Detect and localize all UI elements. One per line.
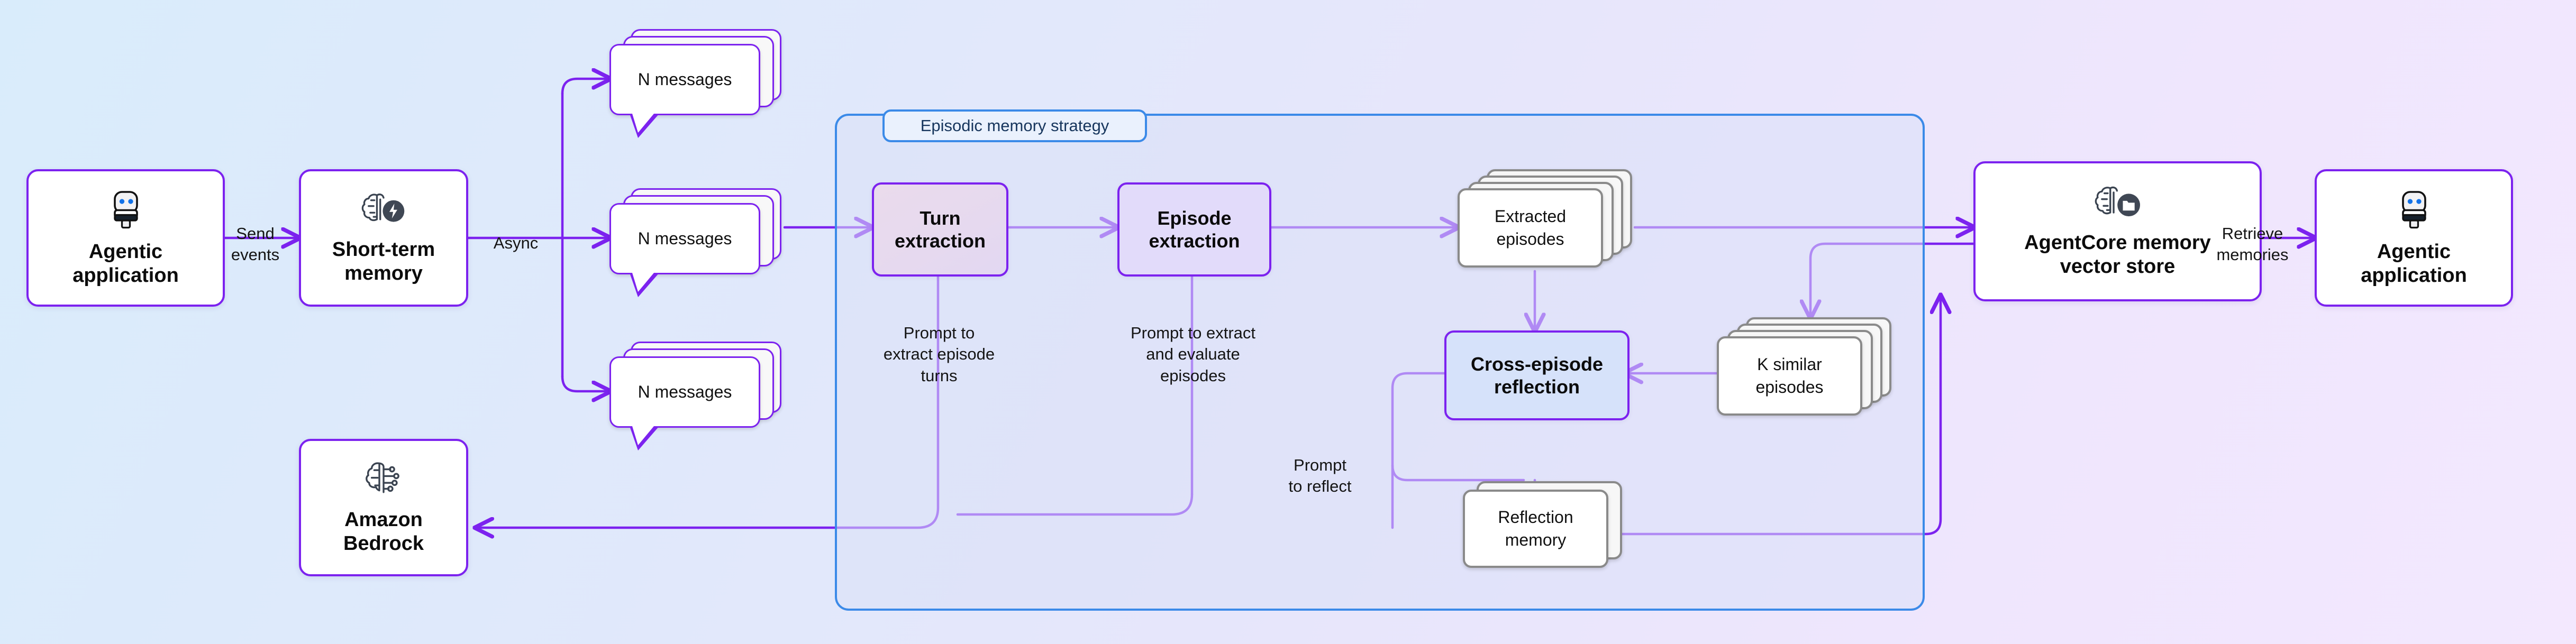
stack-label: Reflection memory — [1463, 490, 1608, 568]
edge-label-send-events: Send events — [231, 224, 280, 264]
artifact-k-similar-episodes[interactable]: K similar episodes — [1717, 317, 1907, 423]
brain-circuit-icon — [362, 460, 405, 501]
edge-label-prompt-to-reflect: Prompt to reflect — [1288, 456, 1352, 496]
robot-icon — [2397, 189, 2432, 233]
wire-bus-to-bubble-1 — [561, 79, 609, 95]
node-label: Agentic application — [72, 240, 179, 287]
node-label: Agentic application — [2361, 240, 2467, 287]
step-turn-extraction[interactable]: Turn extraction — [872, 182, 1008, 277]
node-amazon-bedrock[interactable]: Amazon Bedrock — [299, 439, 468, 576]
step-episode-extraction[interactable]: Episode extraction — [1117, 182, 1271, 277]
node-label: Amazon Bedrock — [343, 508, 424, 555]
node-label: Short-term memory — [332, 238, 435, 284]
bubble-label: N messages — [609, 203, 760, 274]
edge-label-retrieve-memories: Retrieve memories — [2216, 224, 2289, 264]
stack-label: Extracted episodes — [1458, 188, 1603, 268]
robot-icon — [108, 189, 143, 233]
brain-bolt-icon — [360, 191, 407, 231]
brain-folder-icon — [2093, 184, 2142, 224]
edge-label-async: Async — [493, 234, 539, 252]
edge-label-prompt-extract-turns: Prompt to extract episode turns — [883, 324, 995, 385]
edge-label-prompt-extract-episodes: Prompt to extract and evaluate episodes — [1130, 324, 1256, 385]
node-label: AgentCore memory vector store — [2024, 232, 2211, 278]
step-cross-episode-reflection[interactable]: Cross-episode reflection — [1444, 330, 1630, 420]
node-short-term-memory[interactable]: Short-term memory — [299, 169, 468, 307]
strategy-container-label: Episodic memory strategy — [882, 109, 1147, 142]
message-bubble-stack-1[interactable]: N messages — [609, 29, 784, 151]
node-agentic-application-right[interactable]: Agentic application — [2315, 169, 2513, 307]
node-agentic-application-left[interactable]: Agentic application — [26, 169, 225, 307]
stack-label: K similar episodes — [1717, 336, 1862, 416]
message-bubble-stack-3[interactable]: N messages — [609, 342, 784, 463]
bubble-label: N messages — [609, 356, 760, 428]
message-bubble-stack-2[interactable]: N messages — [609, 188, 784, 310]
bubble-tail-fill — [632, 114, 654, 133]
bubble-label: N messages — [609, 44, 760, 115]
node-agentcore-memory-vector-store[interactable]: AgentCore memory vector store — [1973, 161, 2262, 301]
artifact-reflection-memory[interactable]: Reflection memory — [1463, 481, 1637, 582]
bubble-tail-fill — [632, 426, 654, 445]
wire-memory-to-agentcore — [1596, 296, 1941, 536]
wire-bus-to-bubble-3 — [561, 375, 609, 391]
artifact-extracted-episodes[interactable]: Extracted episodes — [1458, 169, 1648, 275]
bubble-tail-fill — [632, 273, 654, 292]
